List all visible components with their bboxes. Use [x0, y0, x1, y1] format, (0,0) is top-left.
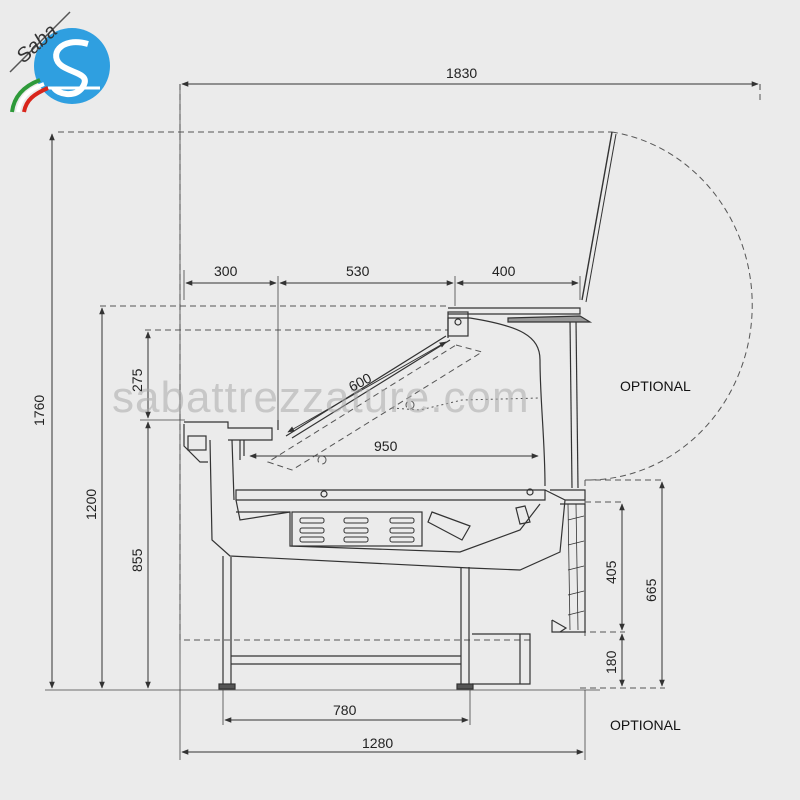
front-panel [551, 503, 586, 633]
inner-tank [236, 503, 541, 553]
dim-1830: 1830 [446, 65, 477, 81]
optional-side-label: OPTIONAL [620, 378, 691, 394]
light-housing [447, 311, 469, 337]
dim-1760: 1760 [31, 395, 47, 426]
top-cover [448, 307, 581, 315]
logo-s-icon [51, 39, 89, 97]
tank-body [209, 439, 566, 571]
optional-base [472, 633, 531, 685]
optional-bottom-label: OPTIONAL [610, 717, 681, 733]
flag-green-stripe [10, 78, 41, 113]
watermark-text: sabattrezzature.com [112, 373, 530, 422]
leg-crossbar [231, 655, 461, 665]
flag-red-stripe [22, 86, 49, 113]
door-hinge [507, 315, 593, 323]
saba-logo: Saba [9, 11, 110, 113]
dim-665: 665 [643, 578, 659, 602]
dim-300: 300 [214, 263, 238, 279]
shelf-support [391, 397, 541, 411]
logo-circle [34, 28, 110, 104]
display-tray [235, 489, 546, 501]
dim-950: 950 [374, 438, 398, 454]
dim-405: 405 [603, 560, 619, 584]
rear-worktop [184, 421, 273, 441]
rear-glass [569, 319, 573, 489]
dim-1280: 1280 [362, 735, 393, 751]
evaporator-box [291, 511, 423, 547]
fan-unit [427, 511, 471, 541]
dim-400: 400 [492, 263, 516, 279]
dim-780: 780 [333, 702, 357, 718]
counter-profile [183, 131, 617, 690]
leg-front [460, 567, 470, 688]
shelf-dashed [266, 344, 484, 471]
dim-line-600 [287, 341, 447, 433]
dim-275: 275 [129, 368, 145, 392]
dim-180: 180 [603, 650, 619, 674]
open-door [581, 131, 613, 301]
glass-shelf [285, 335, 451, 439]
front-glass [469, 317, 546, 487]
dim-855: 855 [129, 548, 145, 572]
dim-530: 530 [346, 263, 370, 279]
extension-lines [45, 84, 761, 760]
door-swing-arc [584, 131, 753, 481]
leg-rear [222, 556, 232, 688]
dim-1200: 1200 [83, 489, 99, 520]
dimension-lines [49, 81, 759, 755]
